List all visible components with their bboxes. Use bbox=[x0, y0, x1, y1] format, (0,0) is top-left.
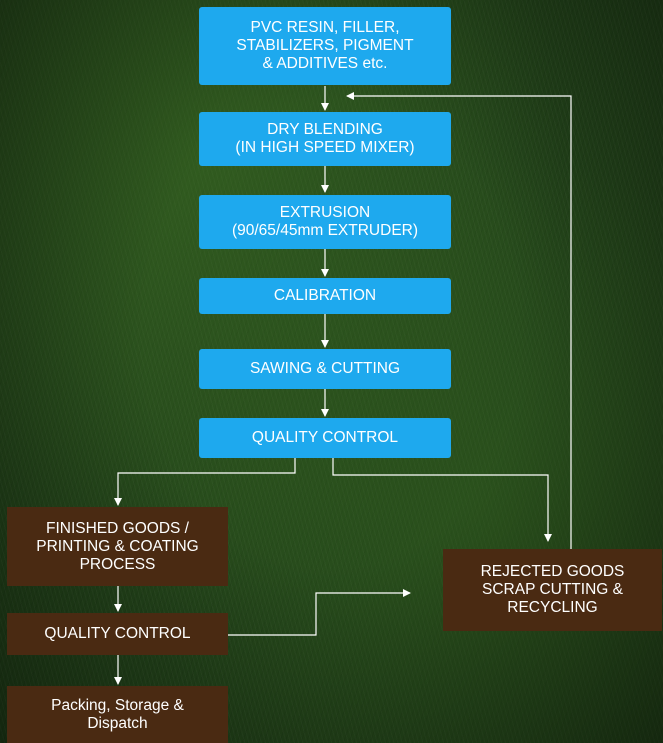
quality-control-box: QUALITY CONTROL bbox=[199, 418, 451, 458]
quality-control-2-box: QUALITY CONTROL bbox=[7, 613, 228, 655]
extrusion-box: EXTRUSION (90/65/45mm EXTRUDER) bbox=[199, 195, 451, 249]
arrow-qc2-to-rejected bbox=[228, 589, 411, 636]
arrow-recycle-loop bbox=[346, 92, 572, 549]
sawing-cutting-box: SAWING & CUTTING bbox=[199, 349, 451, 389]
arrow-qc-to-rejected bbox=[332, 458, 552, 542]
raw-materials-box: PVC RESIN, FILLER, STABILIZERS, PIGMENT … bbox=[199, 7, 451, 85]
rejected-goods-box: REJECTED GOODS SCRAP CUTTING & RECYCLING bbox=[443, 549, 662, 631]
arrow-qc-to-finished bbox=[114, 458, 296, 506]
calibration-box: CALIBRATION bbox=[199, 278, 451, 314]
packing-box: Packing, Storage & Dispatch bbox=[7, 686, 228, 743]
finished-goods-box: FINISHED GOODS / PRINTING & COATING PROC… bbox=[7, 507, 228, 586]
dry-blending-box: DRY BLENDING (IN HIGH SPEED MIXER) bbox=[199, 112, 451, 166]
